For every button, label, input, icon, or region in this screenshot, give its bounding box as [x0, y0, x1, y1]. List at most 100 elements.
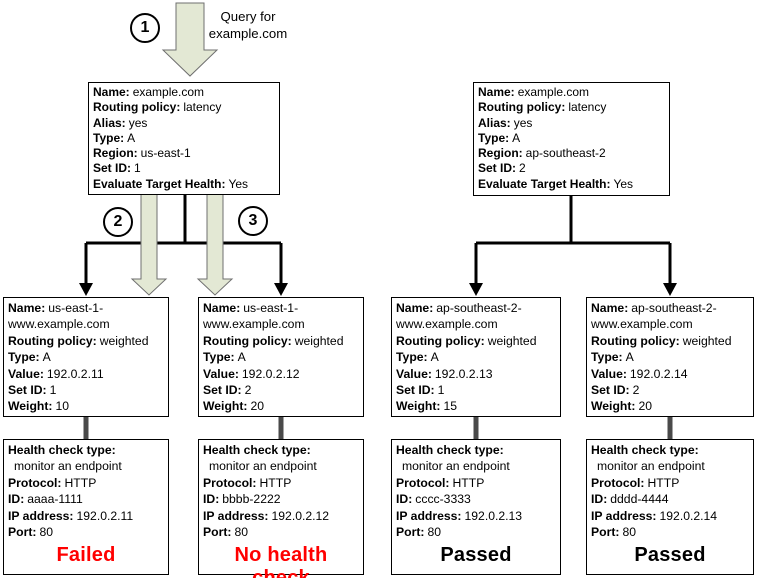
latency-record-us-east-1: Name:example.com Routing policy:latency …: [88, 82, 280, 195]
field-label: Region:: [93, 146, 138, 161]
field-row: Set ID:1: [93, 161, 275, 176]
field-value: example.com: [517, 85, 590, 99]
field-value: HTTP: [64, 475, 97, 490]
field-row: IP address:192.0.2.14: [591, 508, 749, 524]
field-row: Weight:20: [591, 398, 749, 414]
field-value: 192.0.2.14: [659, 508, 718, 523]
step-number: 2: [113, 213, 123, 230]
field-row: Weight:10: [8, 398, 164, 414]
field-value: 80: [622, 525, 636, 540]
field-row: Routing policy:latency: [478, 100, 665, 115]
field-value: A: [42, 350, 51, 365]
field-value: 192.0.2.11: [76, 508, 134, 523]
field-value: Yes: [228, 176, 249, 191]
field-label: Value:: [591, 366, 627, 381]
field-label: IP address:: [396, 508, 462, 523]
weighted-record-4: Name:ap-southeast-2-www.example.com Rout…: [586, 297, 754, 417]
down-arrowhead-icon: [79, 283, 93, 296]
field-value: 192.0.2.11: [46, 366, 104, 381]
field-row: Value:192.0.2.11: [8, 366, 164, 382]
field-row: Protocol:HTTP: [591, 475, 749, 491]
field-value: A: [512, 130, 521, 145]
step2-flow-arrow-icon: [130, 193, 168, 296]
field-row: Alias:yes: [93, 116, 275, 131]
field-row: Type:A: [478, 131, 665, 146]
field-value: us-east-1: [140, 146, 191, 161]
field-label: Protocol:: [203, 475, 257, 490]
field-label: Weight:: [591, 399, 636, 414]
field-row: Set ID:2: [591, 382, 749, 398]
field-value: HTTP: [259, 475, 292, 490]
field-label: Set ID:: [203, 383, 242, 398]
field-label: ID:: [591, 492, 608, 507]
field-row: Evaluate Target Health:Yes: [93, 177, 275, 192]
field-value: latency: [183, 100, 222, 115]
field-label: ID:: [203, 492, 220, 507]
field-value: 80: [234, 525, 248, 540]
field-value: A: [127, 130, 136, 145]
step-badge-1: 1: [130, 13, 160, 43]
field-label: Weight:: [8, 399, 53, 414]
field-value: 1: [49, 383, 57, 398]
field-row: Weight:20: [203, 398, 359, 414]
field-label: Routing policy:: [478, 100, 566, 115]
field-value: 20: [250, 399, 265, 414]
field-row: Value:192.0.2.13: [396, 366, 556, 382]
field-value: bbbb-2222: [222, 492, 281, 507]
field-row: Name:example.com: [478, 85, 665, 100]
field-label: Region:: [478, 146, 523, 161]
field-value: 192.0.2.13: [434, 366, 493, 381]
field-value: 2: [244, 383, 252, 398]
field-label: Name:: [93, 85, 130, 99]
query-flow-arrow-icon: [161, 2, 219, 77]
field-value: yes: [128, 115, 148, 130]
field-label: Set ID:: [93, 161, 132, 176]
field-row: Set ID:2: [478, 161, 665, 176]
field-value: monitor an endpoint: [402, 459, 510, 474]
step-badge-3: 3: [238, 206, 268, 236]
field-value: 20: [638, 399, 653, 414]
field-row: Routing policy:weighted: [8, 333, 164, 349]
field-label: Port:: [591, 525, 620, 540]
field-row: Set ID:1: [396, 382, 556, 398]
field-row: Health check type:: [591, 442, 749, 458]
field-value: 192.0.2.14: [629, 366, 688, 381]
field-row: Port:80: [8, 524, 164, 540]
field-value: ap-southeast-2-www.example.com: [396, 301, 522, 332]
field-row: Port:80: [396, 524, 556, 540]
field-row: Type:A: [8, 349, 164, 365]
field-row: IP address:192.0.2.12: [203, 508, 359, 524]
health-check-2: Health check type: monitor an endpoint P…: [198, 439, 364, 578]
field-row: Routing policy:weighted: [591, 333, 749, 349]
field-label: Name:: [8, 301, 46, 315]
field-value: ap-southeast-2: [525, 146, 606, 161]
field-label: Type:: [478, 130, 510, 145]
field-value: aaaa-1111: [27, 492, 83, 507]
field-label: ID:: [8, 492, 25, 507]
field-label: Value:: [396, 366, 432, 381]
field-label: IP address:: [203, 508, 269, 523]
weighted-record-3: Name:ap-southeast-2-www.example.com Rout…: [391, 297, 561, 417]
field-label: Port:: [396, 525, 425, 540]
field-row: Type:A: [203, 349, 359, 365]
field-row: IP address:192.0.2.11: [8, 508, 164, 524]
field-label: Health check type:: [396, 443, 504, 457]
field-value: example.com: [132, 85, 205, 99]
field-row: monitor an endpoint: [8, 458, 164, 474]
field-value: latency: [568, 100, 607, 115]
field-value: dddd-4444: [610, 492, 669, 507]
down-arrowhead-icon: [663, 283, 677, 296]
health-check-4: Health check type: monitor an endpoint P…: [586, 439, 754, 575]
field-row: Name:example.com: [93, 85, 275, 100]
field-label: Type:: [396, 350, 428, 365]
down-arrowhead-icon: [469, 283, 483, 296]
health-check-link: [83, 416, 673, 440]
field-value: 192.0.2.13: [464, 508, 523, 523]
field-label: Alias:: [93, 115, 126, 130]
field-label: Routing policy:: [8, 333, 97, 348]
step3-flow-arrow-icon: [196, 193, 234, 296]
field-row: Routing policy:weighted: [396, 333, 556, 349]
latency-tree-connector-left: [84, 193, 283, 285]
field-label: Routing policy:: [93, 100, 181, 115]
